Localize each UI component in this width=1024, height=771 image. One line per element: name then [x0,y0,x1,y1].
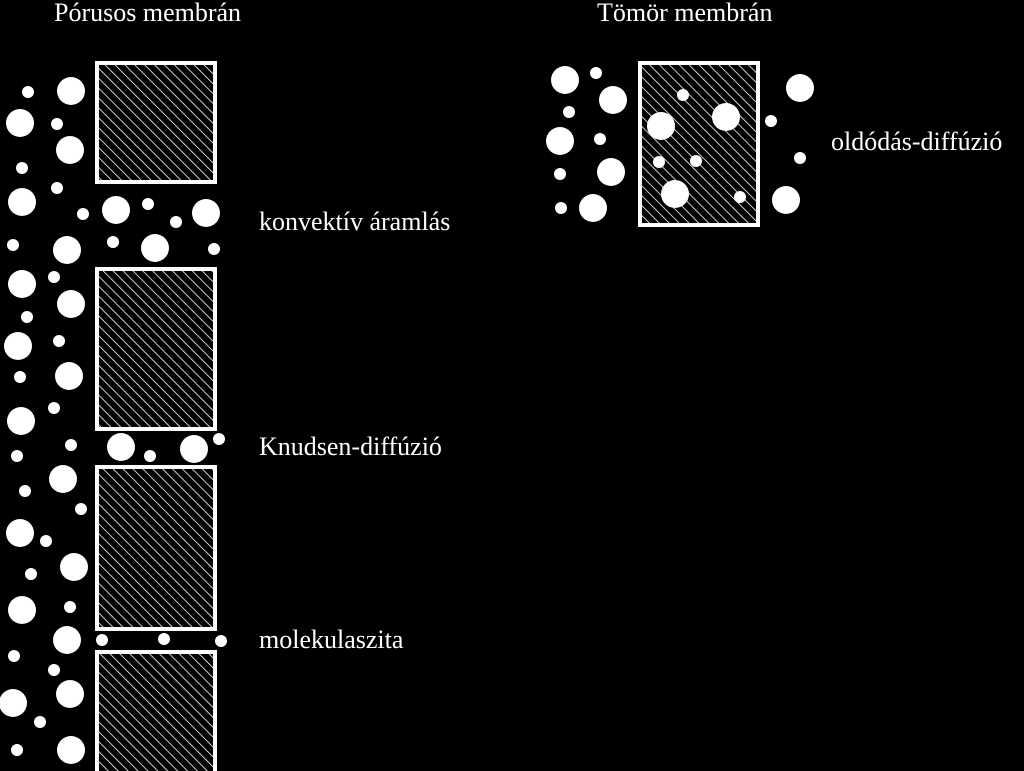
molecule [786,74,814,102]
molecule [8,188,36,216]
molecule [34,716,46,728]
porous-feed-molecules [0,77,88,764]
molecule [53,335,65,347]
molecule [734,191,746,203]
molecule [765,115,777,127]
molecule [170,216,182,228]
molecule [690,155,702,167]
molecule [19,485,31,497]
molecule [772,186,800,214]
knudsen-molecules [107,433,225,463]
molecule [712,103,740,131]
molecule [48,664,60,676]
molecule [25,568,37,580]
molecule [7,239,19,251]
knudsen-diffusion-label: Knudsen-diffúzió [259,432,442,461]
dense-feed-molecules [546,66,627,222]
molecule [75,503,87,515]
dense-membrane-block [638,61,760,227]
molecule [57,290,85,318]
molecular-sieve-label: molekulaszita [259,625,404,654]
molecule [579,194,607,222]
molecule [65,439,77,451]
molecule [57,77,85,105]
porous-membrane-block-3 [95,465,217,631]
molecule [677,89,689,101]
molecule [794,152,806,164]
molecule [56,680,84,708]
dense-membrane-title: Tömör membrán [597,0,773,27]
molecule [49,465,77,493]
molecule [142,198,154,210]
molecule [8,270,36,298]
molecule [647,112,675,140]
molecule [6,109,34,137]
molecule [40,535,52,547]
dense-permeate-molecules [765,74,814,214]
molecule [96,634,108,646]
molecule [554,168,566,180]
molecule [8,596,36,624]
molecule [563,106,575,118]
molecule [213,433,225,445]
molecule [21,311,33,323]
molecule [8,650,20,662]
molecule [14,371,26,383]
convective-flow-molecules [77,196,220,262]
molecular-sieve-molecules [96,633,227,647]
molecule [64,601,76,613]
molecule [107,433,135,461]
molecule [4,332,32,360]
molecule [53,626,81,654]
porous-membrane [95,61,217,771]
molecule [597,158,625,186]
molecule [555,202,567,214]
molecule [0,689,27,717]
molecule [215,635,227,647]
molecule [11,744,23,756]
molecule [102,196,130,224]
molecule [7,407,35,435]
molecule [546,127,574,155]
molecule [48,402,60,414]
molecule [590,67,602,79]
molecule [158,633,170,645]
molecule [599,86,627,114]
molecule [77,208,89,220]
molecule [56,136,84,164]
molecule [192,199,220,227]
molecule [594,133,606,145]
molecule [6,519,34,547]
molecule [57,736,85,764]
molecule [653,156,665,168]
solution-diffusion-label: oldódás-diffúzió [831,127,1003,156]
molecule [11,450,23,462]
porous-membrane-block-2 [95,267,217,431]
molecule [60,553,88,581]
convective-flow-label: konvektív áramlás [259,207,451,236]
molecule [208,243,220,255]
dissolved-molecules [647,89,746,208]
molecule [661,180,689,208]
porous-membrane-title: Pórusos membrán [54,0,242,27]
molecule [180,435,208,463]
molecule [107,236,119,248]
molecule [551,66,579,94]
molecule [48,271,60,283]
molecule [55,362,83,390]
molecule [144,450,156,462]
molecule [51,182,63,194]
porous-membrane-block-1 [95,61,217,184]
porous-membrane-block-4 [95,650,217,771]
molecule [53,236,81,264]
molecule [22,86,34,98]
molecule [141,234,169,262]
molecule [51,118,63,130]
molecule [16,162,28,174]
